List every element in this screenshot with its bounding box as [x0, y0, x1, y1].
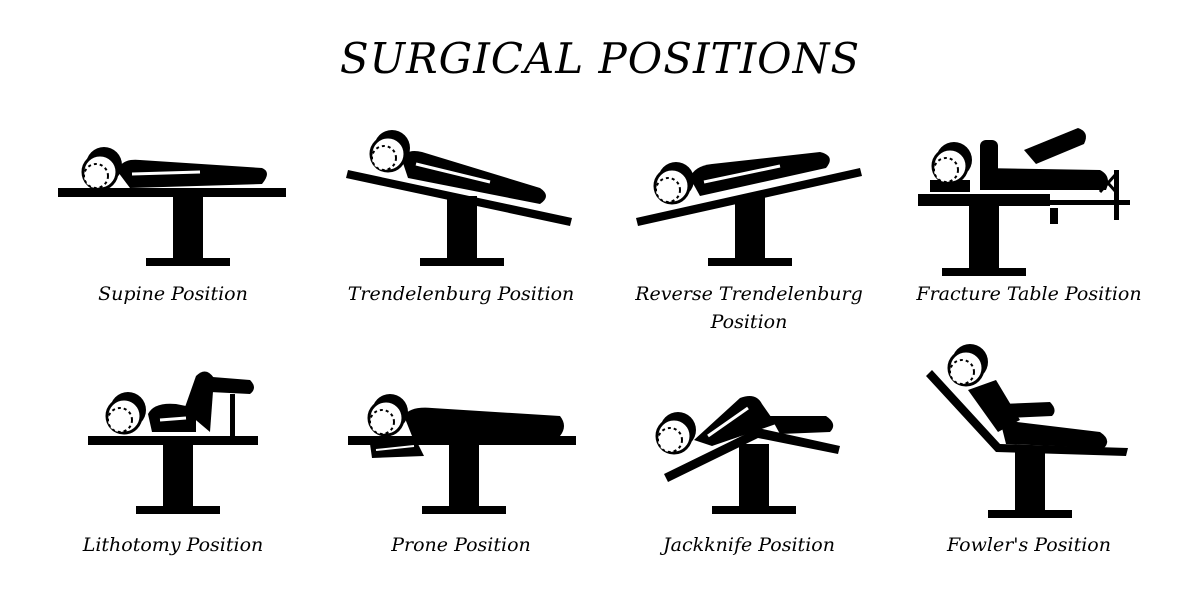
caption-jackknife: Jackknife Position: [663, 534, 835, 556]
caption-trendelenburg: Trendelenburg Position: [347, 283, 575, 305]
fowlers-position-icon: [926, 344, 1128, 518]
caption-fracture-table: Fracture Table Position: [916, 283, 1142, 305]
caption-reverse-trendelenburg: Reverse Trendelenburg Position: [635, 283, 863, 333]
lithotomy-position-icon: [88, 371, 258, 514]
caption-fowlers: Fowler's Position: [947, 534, 1111, 556]
supine-position-icon: [58, 147, 286, 266]
caption-supine: Supine Position: [98, 283, 248, 305]
fracture-table-position-icon: [918, 128, 1130, 276]
prone-position-icon: [348, 394, 576, 514]
caption-lithotomy: Lithotomy Position: [82, 534, 264, 556]
reverse-trendelenburg-position-icon: [636, 152, 862, 266]
page-title: SURGICAL POSITIONS: [339, 34, 861, 83]
caption-prone: Prone Position: [391, 534, 531, 556]
trendelenburg-position-icon: [346, 130, 572, 266]
jackknife-position-icon: [655, 396, 840, 514]
